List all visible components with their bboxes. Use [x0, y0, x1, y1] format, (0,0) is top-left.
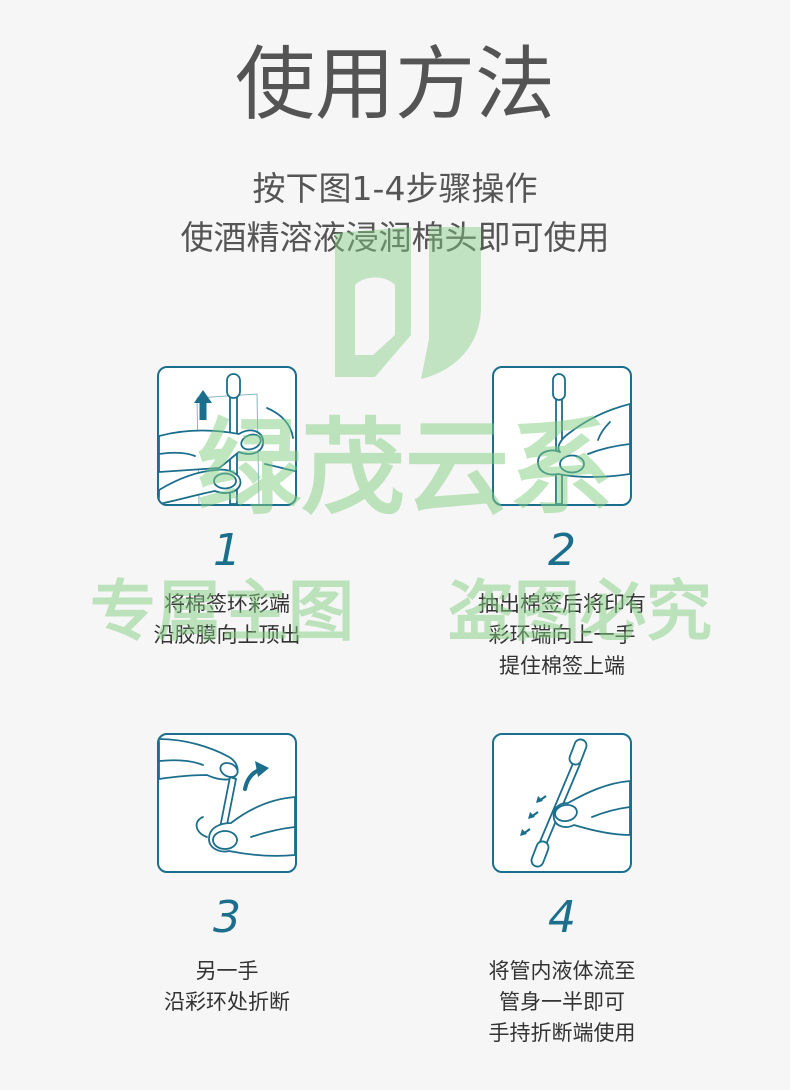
- hand: [552, 780, 630, 836]
- step-number: 2: [548, 525, 576, 576]
- step-caption: 另一手 沿彩环处折断: [97, 956, 357, 1018]
- step-caption: 将管内液体流至 管身一半即可 手持折断端使用: [432, 956, 692, 1049]
- step-number: 4: [548, 892, 576, 943]
- step-1-illustration: [157, 366, 297, 506]
- push-swab-up-icon: [159, 373, 295, 504]
- page-title: 使用方法: [235, 38, 555, 131]
- up-arrow-icon: [194, 390, 212, 420]
- step-number: 3: [213, 892, 241, 943]
- caption-line: 管身一半即可: [499, 990, 625, 1014]
- step-number: 1: [213, 525, 241, 576]
- pull-out-swab-icon: [537, 373, 630, 504]
- step-4: 4 将管内液体流至 管身一半即可 手持折断端使用: [432, 733, 692, 1049]
- caption-line: 手持折断端使用: [488, 1021, 636, 1045]
- hand: [537, 403, 630, 478]
- step-3: 3 另一手 沿彩环处折断: [97, 733, 357, 1018]
- hold-swab-icon: [520, 738, 630, 868]
- hand: [159, 407, 295, 504]
- caption-line: 抽出棉签后将印有: [478, 592, 646, 616]
- upper-hand: [159, 738, 239, 781]
- caption-line: 彩环端向上一手: [488, 623, 636, 647]
- caption-line: 另一手: [195, 959, 259, 983]
- step-1: 1 将棉签环彩端 沿胶膜向上顶出: [97, 366, 357, 651]
- step-2: 2 抽出棉签后将印有 彩环端向上一手 提住棉签上端: [432, 366, 692, 682]
- caption-line: 将管内液体流至: [488, 959, 636, 983]
- curved-arrow-icon: [243, 761, 269, 791]
- caption-line: 沿胶膜向上顶出: [153, 623, 301, 647]
- down-arrows-icon: [520, 795, 547, 836]
- caption-line: 将棉签环彩端: [164, 592, 290, 616]
- subtitle-line-1: 按下图1-4步骤操作: [252, 169, 538, 208]
- step-2-illustration: [492, 366, 632, 506]
- step-4-illustration: [492, 733, 632, 873]
- caption-line: 沿彩环处折断: [164, 990, 290, 1014]
- snap-swab-icon: [159, 738, 295, 857]
- step-3-illustration: [157, 733, 297, 873]
- subtitle-line-2: 使酒精溶液浸润棉头即可使用: [180, 218, 610, 257]
- step-caption: 将棉签环彩端 沿胶膜向上顶出: [97, 589, 357, 651]
- lower-hand: [195, 796, 295, 857]
- step-caption: 抽出棉签后将印有 彩环端向上一手 提住棉签上端: [432, 589, 692, 682]
- caption-line: 提住棉签上端: [499, 654, 625, 678]
